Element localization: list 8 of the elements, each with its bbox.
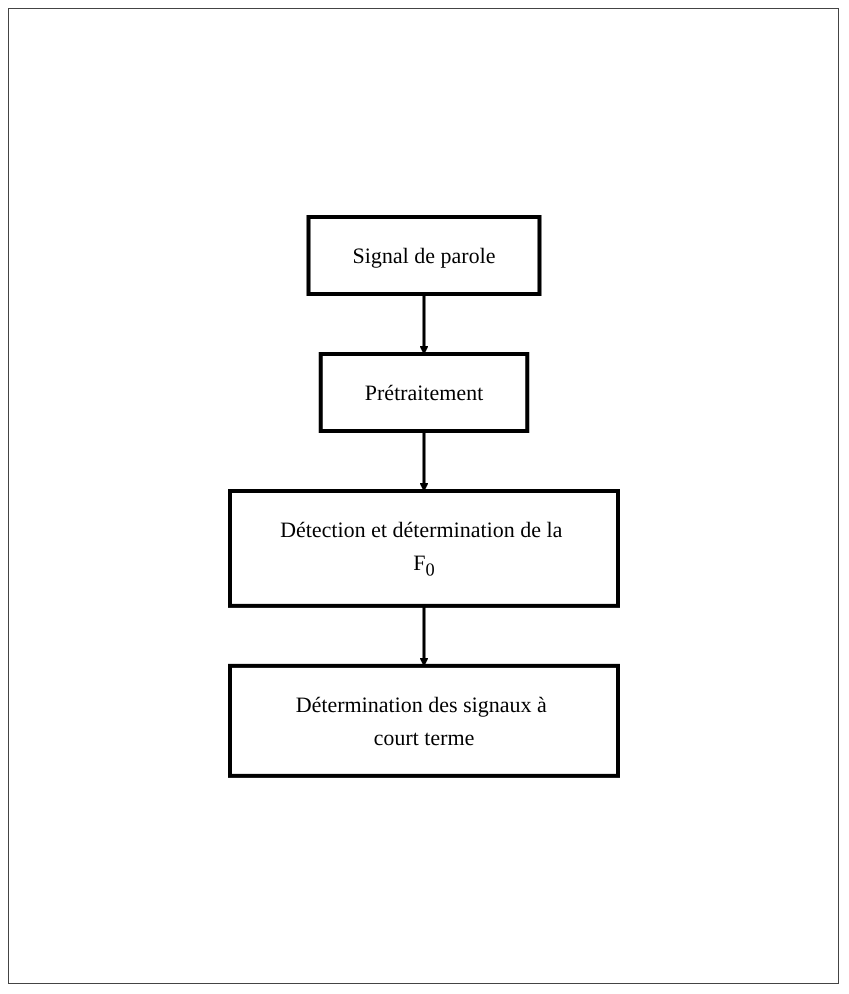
node-box [228,663,620,778]
node-box [228,488,620,608]
arrow [419,294,428,354]
node-box [318,352,529,433]
arrow [419,430,428,491]
flowchart: Signal de parole Prétraitement Détection et détermination de la F$_{0}$ Détermination des signaux à court terme [222,208,626,784]
arrow [419,605,428,666]
node-box [306,214,541,296]
